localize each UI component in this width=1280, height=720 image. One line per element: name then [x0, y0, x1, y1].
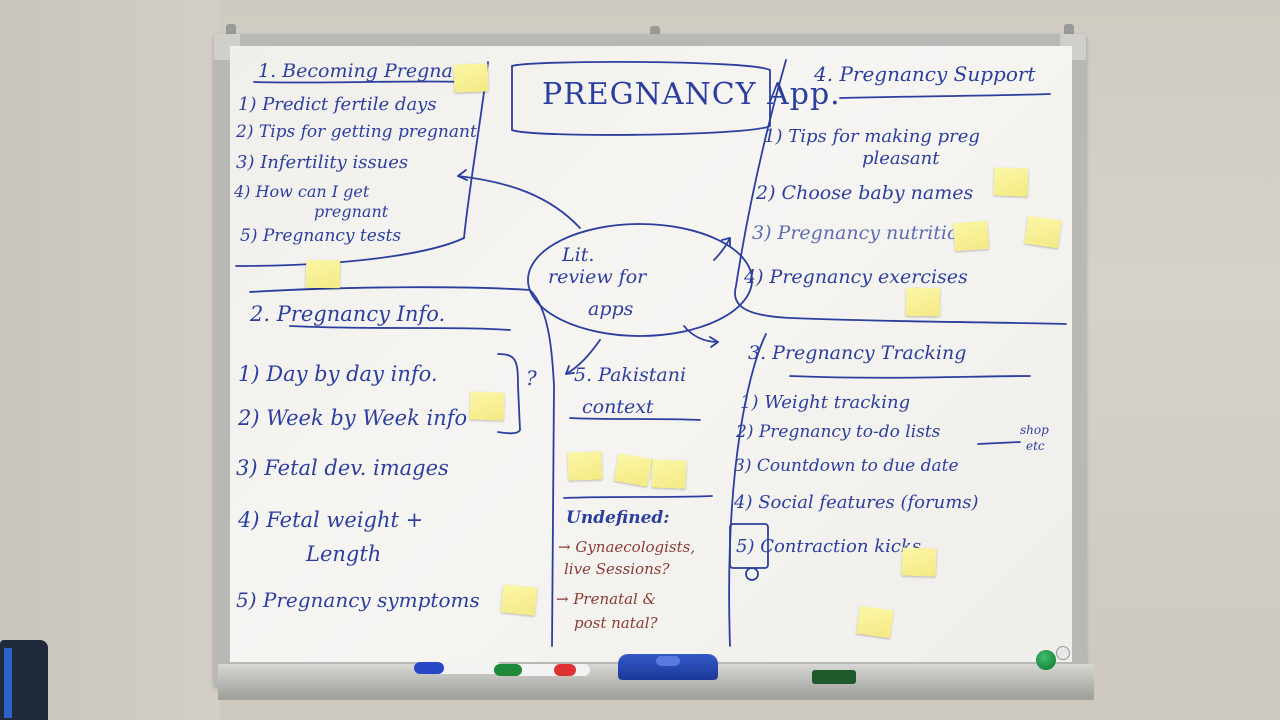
tracking-item-1: 1) Weight tracking — [740, 392, 911, 413]
tracking-item-5: 5) Contraction kicks — [736, 536, 922, 557]
tracking-underline — [789, 375, 1031, 379]
info-bracket — [497, 353, 521, 435]
sticky-note[interactable] — [856, 605, 894, 639]
sticky-note[interactable] — [453, 63, 489, 93]
sticky-note[interactable] — [305, 259, 341, 289]
arrow-to-pakistani — [565, 339, 601, 375]
info-item-4: 4) Fetal weight + — [238, 508, 424, 532]
support-heading: 4. Pregnancy Support — [814, 62, 1036, 86]
arrow-to-shop — [977, 441, 1021, 445]
undefined-divider — [563, 495, 713, 499]
support-underline — [839, 93, 1051, 99]
tracking-note-shop: shop — [1020, 423, 1049, 437]
sticky-note[interactable] — [651, 459, 687, 489]
support-item-1b: pleasant — [862, 148, 940, 169]
becoming-underline — [253, 80, 471, 84]
support-item-4: 4) Pregnancy exercises — [744, 266, 968, 288]
sticky-note[interactable] — [1024, 215, 1062, 249]
sticky-note[interactable] — [500, 584, 538, 616]
becoming-item-5: 5) Pregnancy tests — [240, 226, 402, 246]
white-magnet[interactable] — [1056, 646, 1070, 660]
becoming-item-4: 4) How can I get — [234, 182, 370, 201]
becoming-item-3: 3) Infertility issues — [236, 152, 409, 173]
arrow-to-becoming — [457, 175, 581, 229]
info-underline — [289, 325, 511, 331]
border-support — [734, 59, 1067, 325]
center-line-2: review for — [548, 266, 647, 288]
info-item-4b: Length — [306, 542, 382, 566]
info-item-1: 1) Day by day info. — [238, 362, 438, 386]
undefined-item-1: → Gynaecologists, — [558, 538, 696, 556]
sticky-note[interactable] — [905, 287, 941, 317]
becoming-item-4b: pregnant — [314, 202, 389, 221]
undefined-item-2: → Prenatal & — [556, 590, 656, 608]
mind-map-lines — [235, 59, 1067, 647]
border-info — [249, 286, 555, 647]
center-line-3: apps — [588, 298, 634, 320]
pakistani-line-2: context — [582, 396, 654, 418]
arrow-to-support — [713, 237, 731, 261]
sticky-note[interactable] — [613, 453, 653, 487]
tracking-item-3: 3) Countdown to due date — [734, 456, 959, 476]
support-item-1: 1) Tips for making preg — [764, 126, 980, 147]
green-marker[interactable] — [494, 664, 590, 676]
info-heading: 2. Pregnancy Info. — [250, 302, 446, 326]
whiteboard: PREGNANCY App. Lit. review for apps 1. B… — [230, 46, 1072, 662]
center-line-1: Lit. — [562, 244, 595, 266]
green-magnet[interactable] — [1036, 650, 1056, 670]
info-bracket-question: ? — [526, 366, 537, 390]
becoming-heading: 1. Becoming Pregnant — [258, 60, 473, 82]
sticky-note[interactable] — [567, 451, 603, 481]
sticky-note[interactable] — [469, 391, 505, 421]
support-item-2: 2) Choose baby names — [756, 182, 974, 204]
support-item-3: 3) Pregnancy nutrition — [752, 222, 971, 244]
frame-hook-middle — [650, 26, 660, 40]
pakistani-underline — [569, 417, 701, 421]
tracking-heading: 3. Pregnancy Tracking — [748, 342, 967, 364]
becoming-item-1: 1) Predict fertile days — [238, 94, 437, 115]
becoming-item-2: 2) Tips for getting pregnant — [236, 122, 477, 142]
frame-hook-right — [1064, 24, 1074, 38]
frame-hook-left — [226, 24, 236, 38]
border-tracking — [728, 333, 767, 647]
tracking-item-4: 4) Social features (forums) — [734, 492, 979, 513]
device-edge — [0, 640, 48, 720]
arrow-to-tracking — [683, 325, 719, 343]
blue-marker[interactable] — [414, 662, 502, 674]
undefined-item-1b: live Sessions? — [564, 560, 670, 578]
board-title: PREGNANCY App. — [542, 77, 841, 112]
sticky-note[interactable] — [993, 167, 1029, 197]
pakistani-line-1: 5. Pakistani — [574, 364, 687, 386]
undefined-item-2b: post natal? — [574, 614, 658, 632]
tracking-item-2: 2) Pregnancy to-do lists — [736, 422, 941, 442]
sticky-note[interactable] — [953, 220, 989, 252]
wall — [0, 0, 220, 720]
center-oval — [527, 223, 753, 337]
info-item-2: 2) Week by Week info — [238, 406, 468, 430]
tray-clip — [812, 670, 856, 684]
title-box — [511, 61, 771, 136]
sticky-note[interactable] — [901, 547, 937, 577]
undefined-heading: Undefined: — [566, 508, 670, 528]
info-item-5: 5) Pregnancy symptoms — [236, 588, 480, 612]
eraser[interactable] — [618, 654, 718, 680]
info-item-3: 3) Fetal dev. images — [236, 456, 449, 480]
tracking-note-etc: etc — [1026, 439, 1045, 453]
